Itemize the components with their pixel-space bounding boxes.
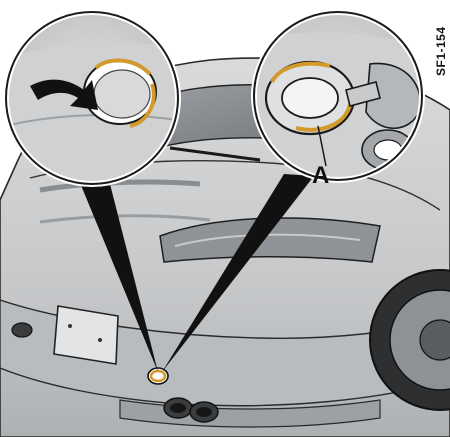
callout-label-a: A [312, 164, 329, 188]
tow-eye-location [148, 368, 168, 384]
figure-code: SF1-154 [434, 6, 448, 76]
